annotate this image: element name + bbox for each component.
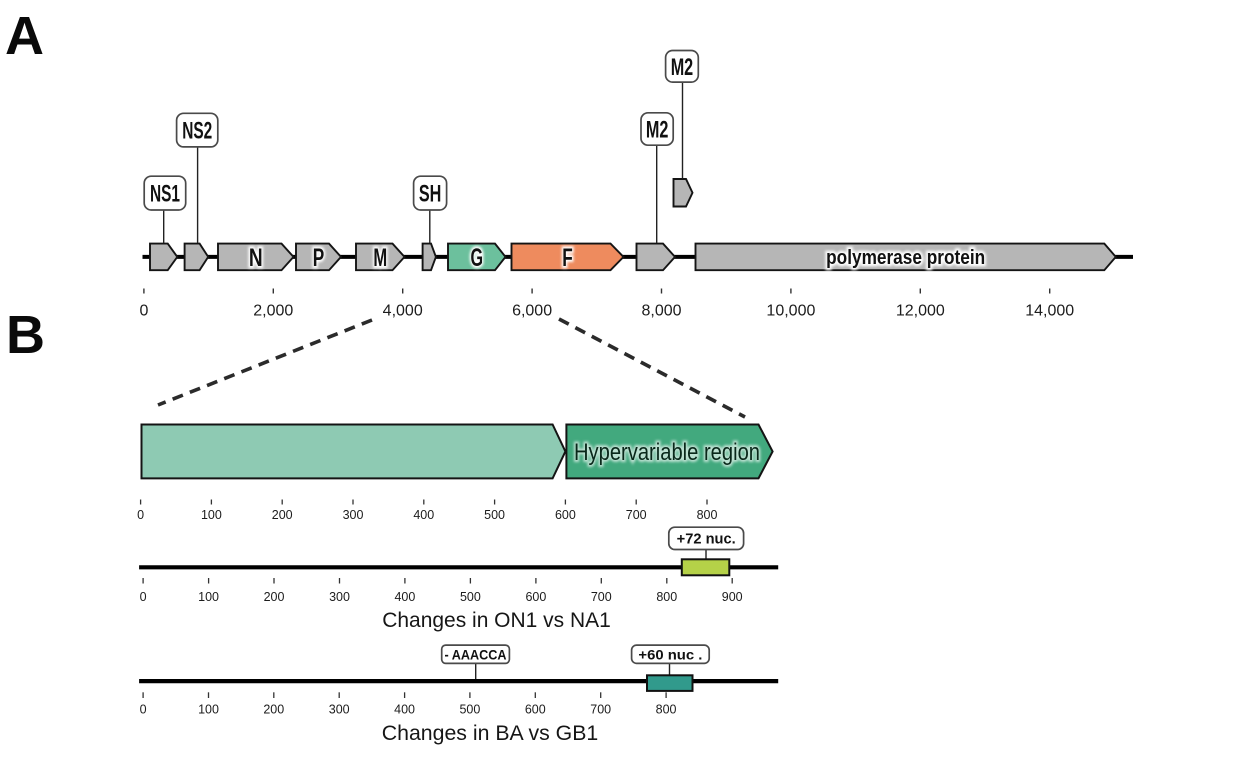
svg-text:200: 200 (264, 590, 285, 604)
svg-text:500: 500 (459, 703, 480, 717)
svg-text:700: 700 (626, 508, 647, 522)
svg-text:F: F (562, 244, 573, 272)
svg-text:M: M (373, 244, 387, 272)
svg-text:P: P (313, 244, 325, 272)
svg-text:900: 900 (722, 590, 743, 604)
svg-text:G: G (471, 244, 484, 272)
svg-text:600: 600 (555, 508, 576, 522)
svg-text:2,000: 2,000 (253, 303, 293, 320)
svg-text:700: 700 (591, 590, 612, 604)
svg-text:Changes in ON1 vs NA1: Changes in ON1 vs NA1 (382, 609, 611, 632)
svg-text:500: 500 (484, 508, 505, 522)
svg-text:400: 400 (394, 590, 415, 604)
svg-text:G: G (471, 244, 484, 272)
svg-text:+60 nuc .: +60 nuc . (638, 646, 702, 662)
svg-text:0: 0 (139, 303, 148, 320)
svg-text:800: 800 (656, 703, 677, 717)
svg-text:P: P (313, 244, 325, 272)
svg-text:A: A (5, 6, 44, 66)
svg-text:700: 700 (590, 703, 611, 717)
svg-text:polymerase protein: polymerase protein (826, 246, 985, 269)
svg-text:10,000: 10,000 (766, 303, 815, 320)
svg-text:600: 600 (525, 703, 546, 717)
svg-text:0: 0 (140, 590, 147, 604)
svg-text:300: 300 (329, 590, 350, 604)
svg-text:400: 400 (413, 508, 434, 522)
svg-text:Hypervariable region: Hypervariable region (574, 439, 760, 466)
svg-text:0: 0 (137, 508, 144, 522)
svg-text:polymerase protein: polymerase protein (826, 246, 985, 269)
svg-text:400: 400 (394, 703, 415, 717)
svg-text:800: 800 (697, 508, 718, 522)
svg-text:8,000: 8,000 (641, 303, 681, 320)
svg-text:200: 200 (272, 508, 293, 522)
svg-text:4,000: 4,000 (383, 303, 423, 320)
svg-text:100: 100 (201, 508, 222, 522)
svg-text:SH: SH (419, 181, 442, 208)
svg-text:600: 600 (525, 590, 546, 604)
svg-text:N: N (249, 244, 263, 272)
svg-text:+72 nuc.: +72 nuc. (677, 532, 736, 548)
svg-text:300: 300 (343, 508, 364, 522)
svg-text:Changes in BA vs GB1: Changes in BA vs GB1 (382, 722, 599, 745)
svg-text:B: B (6, 305, 45, 365)
svg-text:Hypervariable region: Hypervariable region (574, 439, 760, 466)
svg-text:0: 0 (140, 703, 147, 717)
svg-text:6,000: 6,000 (512, 303, 552, 320)
svg-text:300: 300 (329, 703, 350, 717)
svg-text:F: F (562, 244, 573, 272)
svg-text:100: 100 (198, 590, 219, 604)
svg-text:500: 500 (460, 590, 481, 604)
svg-text:N: N (249, 244, 263, 272)
svg-text:200: 200 (263, 703, 284, 717)
svg-text:M2: M2 (646, 117, 669, 144)
svg-text:M: M (373, 244, 387, 272)
svg-text:14,000: 14,000 (1025, 303, 1074, 320)
svg-text:12,000: 12,000 (896, 303, 945, 320)
svg-text:M2: M2 (671, 54, 694, 81)
svg-text:- AAACCA: - AAACCA (445, 647, 507, 662)
svg-text:NS2: NS2 (182, 118, 212, 145)
svg-text:800: 800 (656, 590, 677, 604)
svg-text:100: 100 (198, 703, 219, 717)
svg-text:NS1: NS1 (150, 181, 180, 208)
